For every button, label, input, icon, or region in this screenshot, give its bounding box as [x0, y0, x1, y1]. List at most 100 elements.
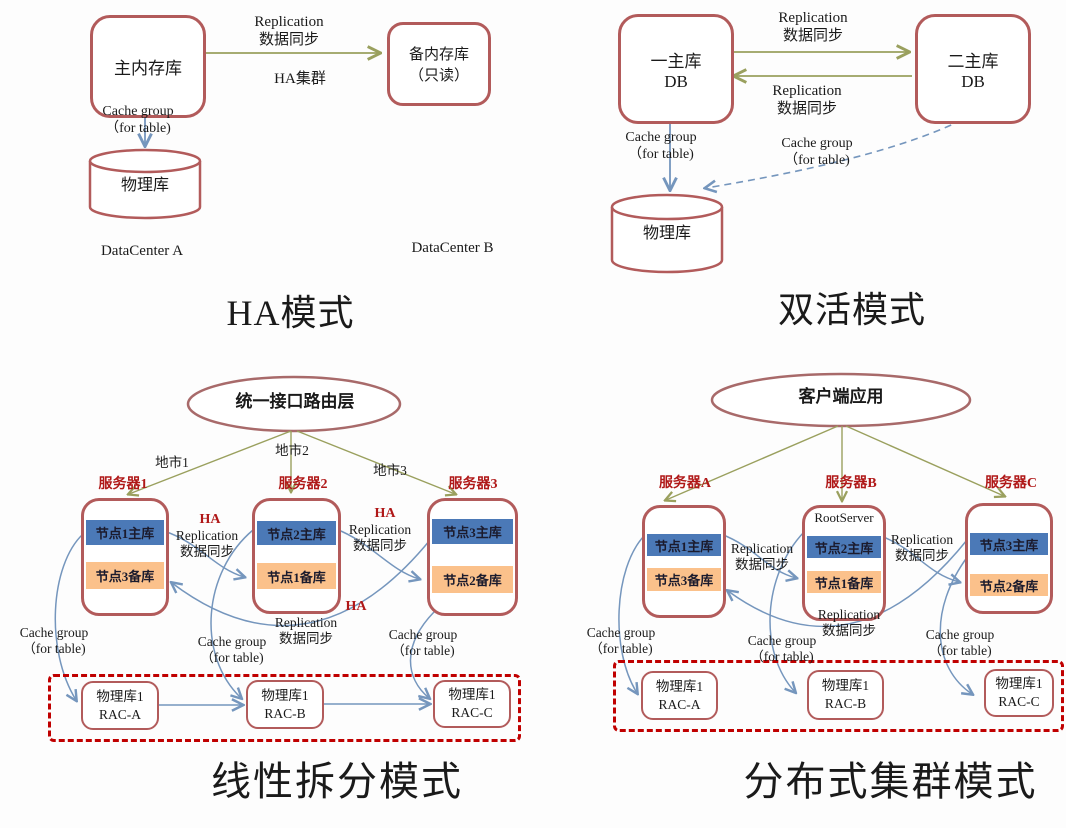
linear-ha-label-1: HA [199, 512, 221, 527]
ha-physical-db-label: 物理库 [120, 177, 169, 194]
server3-standby-node: 节点2备库 [432, 566, 513, 593]
linear-cache-label-2: Cache group （for table) [197, 634, 267, 666]
dist-repl-BtoC-arrow [880, 535, 959, 582]
client-ellipse [710, 372, 972, 428]
dist-repl-CtoA-arrow [728, 539, 968, 628]
dist-replication-label-AB: Replication 数据同步 [730, 541, 794, 573]
linear-ha-repl-2to3-arrow [335, 528, 419, 579]
dist-cache-label-B: Cache group （for table) [747, 633, 817, 665]
ha-cache-group-label: Cache group （for table) [102, 104, 174, 137]
linear-replication-label-2: Replication 数据同步 [348, 522, 412, 554]
dist-rac-c-box: 物理库1 RAC-C [984, 669, 1054, 717]
dist-cache-arrow-B [769, 531, 805, 692]
dual-physical-db-label: 物理库 [642, 225, 691, 242]
dual-db2-box: 二主库 DB [915, 14, 1031, 124]
linear-replication-label-1: Replication 数据同步 [175, 528, 239, 560]
server1-box: 节点1主库 节点3备库 [81, 498, 169, 616]
linear-ha-repl-3to1-arrow [172, 539, 431, 627]
server2-standby-node: 节点1备库 [257, 563, 336, 589]
dual-db2-label-line1: 二主库 [947, 51, 999, 71]
dual-db2-label-line2: DB [961, 71, 985, 91]
linear-cache-arrow-2 [210, 529, 254, 698]
ha-standby-db-label-line1: 备内存库 [408, 47, 469, 63]
linear-rac-c-box: 物理库1 RAC-C [433, 680, 511, 728]
serverC-standby-node: 节点2备库 [970, 574, 1048, 596]
dual-db1-label-line2: DB [664, 71, 688, 91]
server3-name-label: 服务器3 [448, 477, 498, 492]
linear-ha-repl-1to2-arrow [163, 530, 244, 577]
linear-rac-b-box: 物理库1 RAC-B [246, 680, 324, 729]
client-label: 客户端应用 [798, 387, 884, 406]
dist-cache-arrow-A [618, 535, 645, 693]
dual-cache-arrow-dashed [706, 119, 963, 188]
city2-label: 地市2 [275, 443, 309, 458]
dist-cache-label-A: Cache group （for table) [586, 625, 656, 657]
dist-rac-group-border [613, 660, 1064, 732]
client-to-serverC-line [845, 425, 1004, 496]
serverA-primary-node: 节点1主库 [647, 534, 721, 556]
dual-mode-title: 双活模式 [777, 290, 926, 330]
dual-cache-right-label: Cache group （for table) [781, 136, 853, 169]
linear-mode-title: 线性拆分模式 [211, 759, 463, 804]
linear-cache-label-3: Cache group （for table) [388, 627, 458, 659]
linear-cache-arrow-1 [54, 533, 84, 700]
city1-label: 地市1 [155, 455, 189, 470]
ha-primary-db-label: 主内存库 [114, 59, 182, 78]
client-to-serverA-line [666, 425, 839, 500]
dual-db1-box: 一主库 DB [618, 14, 734, 124]
serverC-primary-node: 节点3主库 [970, 533, 1048, 555]
router-ellipse [186, 375, 402, 433]
serverC-name-label: 服务器C [984, 476, 1038, 491]
dist-replication-label-CA: Replication 数据同步 [817, 607, 881, 639]
ha-standby-db-label-line2: （只读） [408, 68, 469, 84]
serverB-primary-node: 节点2主库 [807, 536, 881, 558]
dist-replication-label-BC: Replication 数据同步 [890, 532, 954, 564]
dual-cache-left-label: Cache group （for table) [625, 130, 697, 163]
router-to-server1-line [129, 430, 292, 494]
linear-cache-arrow-3 [409, 611, 435, 698]
linear-ha-label-3: HA [345, 599, 367, 614]
ha-replication-label: Replication 数据同步 [254, 14, 324, 49]
linear-cache-label-1: Cache group （for table) [19, 625, 89, 657]
dual-physical-db-cylinder [610, 193, 724, 274]
ha-mode-title: HA模式 [226, 293, 355, 333]
root-server-label: RootServer [814, 510, 874, 525]
dual-db1-label-line1: 一主库 [650, 51, 702, 71]
server3-box: 节点3主库 节点2备库 [427, 498, 518, 616]
serverA-standby-node: 节点3备库 [647, 568, 721, 591]
server2-name-label: 服务器2 [278, 477, 328, 492]
linear-ha-label-2: HA [374, 506, 396, 521]
router-label: 统一接口路由层 [235, 392, 355, 411]
dual-replication-top-label: Replication 数据同步 [778, 10, 848, 45]
ha-cluster-label: HA集群 [274, 71, 326, 87]
server3-primary-node: 节点3主库 [432, 519, 513, 544]
dist-repl-AtoB-arrow [720, 533, 796, 578]
serverA-name-label: 服务器A [658, 476, 712, 491]
dist-rac-a-box: 物理库1 RAC-A [641, 671, 718, 720]
linear-rac-group-border [48, 674, 521, 742]
serverA-box: 节点1主库 节点3备库 [642, 505, 726, 618]
linear-replication-label-3: Replication 数据同步 [274, 615, 338, 647]
server2-box: 节点2主库 节点1备库 [252, 498, 341, 614]
router-to-server3-line [296, 430, 455, 494]
datacenter-b-label: DataCenter B [411, 240, 494, 256]
server1-primary-node: 节点1主库 [86, 520, 164, 545]
server1-name-label: 服务器1 [98, 477, 148, 492]
serverB-box: RootServer 节点2主库 节点1备库 [802, 505, 886, 621]
city3-label: 地市3 [373, 463, 407, 478]
datacenter-a-label: DataCenter A [100, 243, 184, 259]
server1-standby-node: 节点3备库 [86, 562, 164, 589]
server2-primary-node: 节点2主库 [257, 521, 336, 545]
linear-rac-a-box: 物理库1 RAC-A [81, 681, 159, 730]
serverB-standby-node: 节点1备库 [807, 571, 881, 593]
distributed-mode-title: 分布式集群模式 [743, 759, 1038, 804]
dual-replication-bottom-label: Replication 数据同步 [772, 83, 842, 118]
dist-cache-arrow-C [939, 555, 972, 694]
ha-standby-db-box: 备内存库 （只读） [387, 22, 491, 106]
serverB-name-label: 服务器B [825, 476, 877, 491]
ha-primary-db-box: 主内存库 [90, 15, 206, 118]
serverC-box: 节点3主库 节点2备库 [965, 503, 1053, 614]
dist-rac-b-box: 物理库1 RAC-B [807, 670, 884, 720]
